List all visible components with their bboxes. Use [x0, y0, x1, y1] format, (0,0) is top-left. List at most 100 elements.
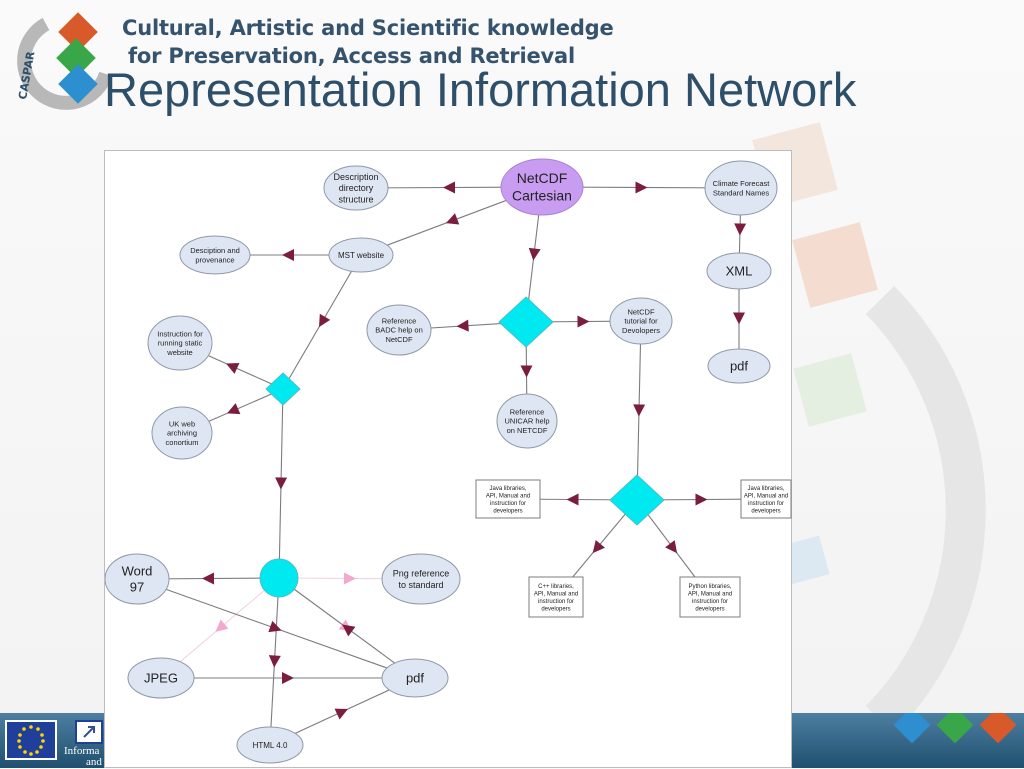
- node-shape: [366, 304, 432, 356]
- node-label: instruction for: [538, 599, 574, 605]
- node-layer: NetCDF Cartesian Descriptiondirectorystruc…: [105, 158, 792, 764]
- edge-netcdf-tut-to-d3: [633, 320, 646, 501]
- arrowhead: [215, 619, 229, 632]
- node-java1: Java libraries,API, Manual and instructio…: [475, 479, 541, 519]
- node-label: Python libraries,: [688, 584, 731, 590]
- node-shape: [609, 474, 665, 526]
- arrowhead: [342, 624, 356, 637]
- node-shape: [105, 553, 170, 605]
- node-shape: [704, 160, 778, 216]
- node-label: directory: [339, 183, 374, 193]
- node-netcdf: NetCDF Cartesian: [500, 158, 584, 216]
- node-label: BADC help on: [375, 326, 423, 335]
- node-label: NetCDF: [517, 170, 568, 186]
- node-label: HTML 4.0: [253, 741, 288, 750]
- arrowhead: [733, 312, 745, 325]
- node-label: website: [166, 348, 192, 357]
- node-python: Python libraries,API, Manual and instruct…: [679, 576, 741, 618]
- node-label: conortium: [166, 438, 199, 447]
- footer-text-1: Informa: [64, 745, 100, 757]
- arrowhead: [635, 181, 648, 194]
- node-shape: [323, 165, 389, 211]
- node-label: archiving: [167, 429, 197, 438]
- edge-mst-to-d2: [282, 254, 362, 390]
- node-d1: [498, 296, 554, 348]
- header-line-1: Cultural, Artistic and Scientific knowle…: [122, 16, 614, 40]
- node-shape: [259, 558, 299, 598]
- node-label: Java libraries,: [747, 486, 784, 492]
- node-label: on NETCDF: [507, 426, 548, 435]
- representation-network-diagram: NetCDF Cartesian Descriptiondirectorystruc…: [105, 158, 792, 764]
- node-shape: [328, 237, 394, 273]
- arrowhead: [275, 477, 288, 490]
- arrowhead: [695, 493, 708, 506]
- node-label: to standard: [398, 580, 443, 590]
- node-label: API, Manual and: [688, 591, 732, 597]
- node-label: Desciption and: [190, 246, 240, 255]
- node-label: pdf: [406, 671, 424, 686]
- node-label: Instruction for: [157, 329, 203, 338]
- arrowhead: [734, 223, 747, 236]
- node-label: XML: [726, 264, 753, 279]
- edge-word97-to-pdf2: [136, 578, 416, 679]
- arrowhead: [226, 362, 240, 374]
- node-label: API, Manual and: [534, 591, 578, 597]
- node-label: instruction for: [490, 501, 526, 507]
- node-mst: MST website: [328, 237, 394, 273]
- arrowhead: [318, 313, 331, 328]
- arrowhead: [343, 572, 356, 585]
- node-html4: HTML 4.0: [236, 726, 304, 764]
- arrowhead: [456, 319, 469, 332]
- arrowhead: [226, 403, 241, 415]
- node-label: instruction for: [692, 599, 728, 605]
- node-shape: [147, 315, 213, 371]
- arrowhead: [577, 315, 590, 328]
- footer-text-2: and: [86, 756, 102, 768]
- node-label: API, Manual and: [486, 493, 530, 499]
- node-label: Reference: [382, 316, 417, 325]
- node-label: UNICAR help: [504, 417, 549, 426]
- node-label: Description: [333, 172, 378, 182]
- node-d2: [265, 372, 301, 406]
- node-cpp: C++ libraries,API, Manual andinstruction…: [528, 576, 584, 618]
- caspar-logo: CASPAR: [16, 12, 113, 110]
- arrowhead: [520, 365, 533, 378]
- node-label: Png reference: [393, 569, 450, 579]
- slide-title: Representation Information Network: [104, 63, 857, 116]
- arrowhead: [282, 249, 294, 261]
- edge-pdf2-to-c1: [278, 577, 416, 679]
- edge-c1-to-jpeg: [160, 577, 280, 679]
- node-pdf2: pdf: [381, 658, 449, 698]
- node-pdf1: pdf: [707, 348, 771, 384]
- edge-d2-to-c1: [275, 388, 288, 579]
- node-label: JPEG: [144, 671, 178, 686]
- node-label: Java libraries,: [489, 486, 526, 492]
- node-shape: [528, 576, 584, 618]
- node-shape: [265, 372, 301, 406]
- node-shape: [151, 406, 213, 460]
- node-shape: [475, 479, 541, 519]
- node-label: pdf: [730, 359, 748, 374]
- arrowhead: [592, 540, 605, 554]
- node-label: developers: [541, 606, 570, 612]
- arrowhead: [268, 620, 282, 633]
- node-label: running static: [158, 339, 203, 348]
- node-d3: [609, 474, 665, 526]
- arrowhead: [665, 540, 678, 554]
- node-label: Cartesian: [512, 188, 572, 204]
- arrowhead: [528, 247, 541, 261]
- node-label: instruction for: [748, 501, 784, 507]
- node-label: MST website: [338, 251, 385, 260]
- node-label: developers: [493, 508, 522, 514]
- arrowhead: [202, 572, 215, 585]
- footer-logos: [5, 713, 1017, 760]
- eu-stars-icon: [17, 725, 45, 756]
- arrowhead: [566, 493, 579, 506]
